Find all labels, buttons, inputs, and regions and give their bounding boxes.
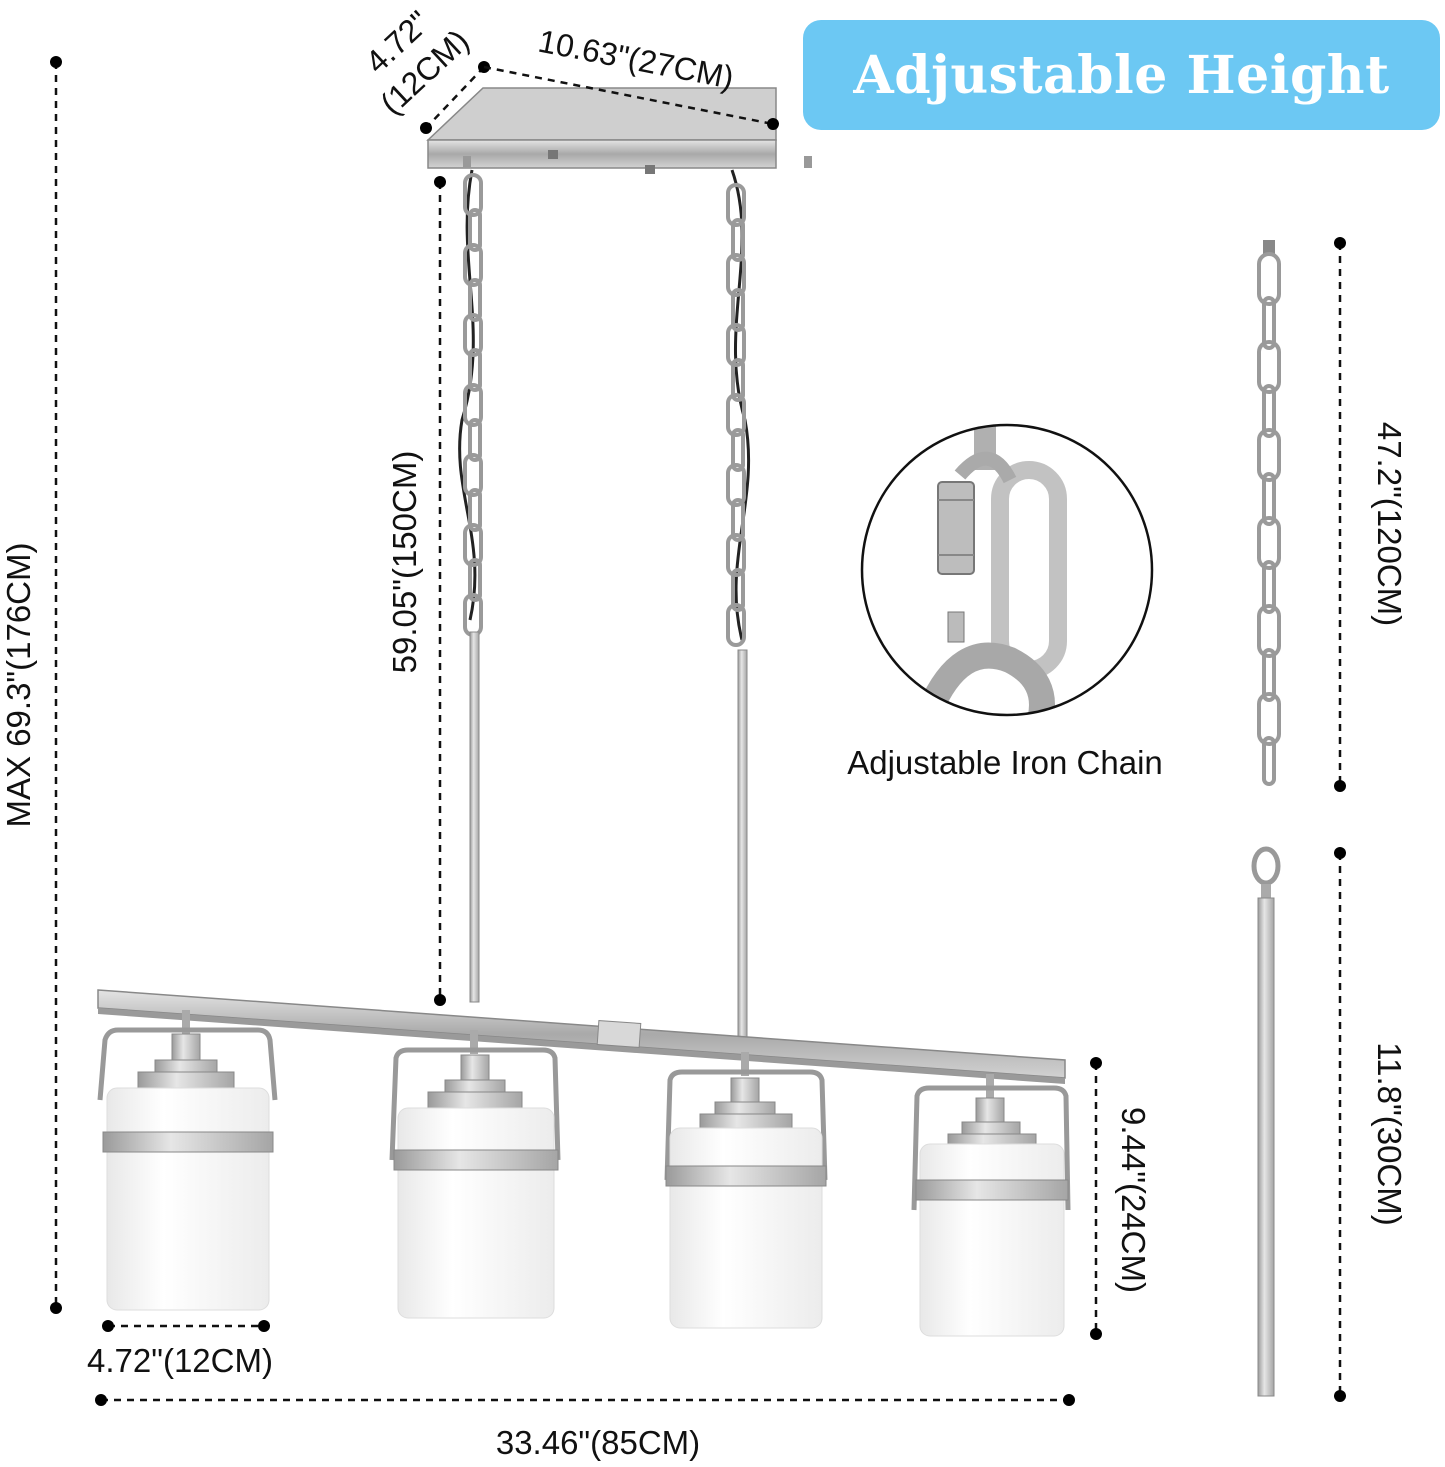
rod-length-label: 11.8"(30CM) [1371, 1042, 1408, 1226]
right-rod [737, 649, 748, 1051]
suspension-length-label: 59.05"(150CM) [386, 451, 423, 674]
shade-3 [664, 1052, 828, 1329]
shade-width-label: 4.72"(12CM) [87, 1342, 273, 1379]
spare-rod [1251, 846, 1281, 1397]
shade-2 [389, 1030, 561, 1319]
main-bar [97, 989, 1066, 1084]
adjustable-height-badge: Adjustable Height [803, 20, 1440, 130]
shade-4 [911, 1074, 1071, 1337]
dimension-lines [50, 56, 1346, 1406]
badge-title: Adjustable Height [853, 44, 1390, 106]
total-width-label: 33.46"(85CM) [496, 1424, 700, 1461]
left-rod [469, 631, 480, 1003]
ceiling-canopy [426, 87, 812, 174]
chain-detail-callout: Adjustable Iron Chain [847, 423, 1163, 781]
shade-1 [97, 1010, 278, 1311]
canopy-width-label: 10.63"(27CM) [535, 23, 736, 96]
pendant-fixture [97, 87, 1071, 1337]
right-chain [726, 169, 751, 647]
chain-length-label: 47.2"(120CM) [1371, 422, 1408, 626]
left-chain [458, 169, 483, 637]
chain-callout-label: Adjustable Iron Chain [847, 744, 1163, 781]
spare-chain [1257, 240, 1281, 786]
shade-height-label: 9.44"(24CM) [1115, 1107, 1152, 1293]
max-height-label: MAX 69.3"(176CM) [0, 543, 37, 828]
